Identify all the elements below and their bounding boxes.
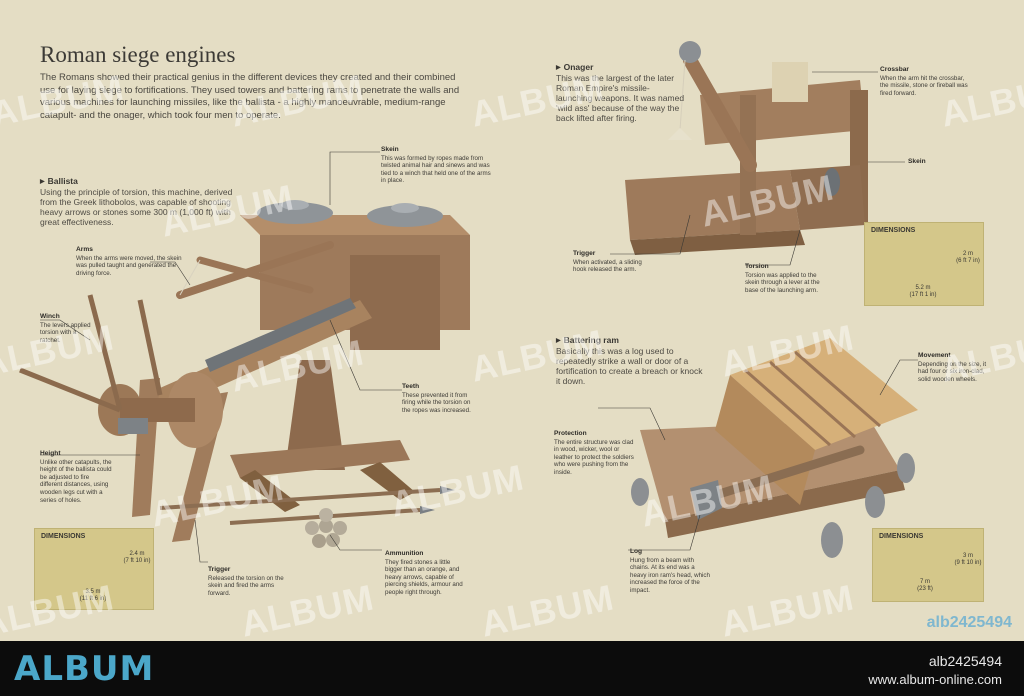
dimensions-heading: DIMENSIONS bbox=[871, 227, 916, 234]
ram-height: 3 m (9 ft 10 in) bbox=[954, 553, 982, 566]
ballista-heading: Ballista bbox=[40, 176, 240, 187]
ballista-length: 3.5 m (11 ft 6 in) bbox=[79, 589, 107, 602]
dimensions-ballista: DIMENSIONS 2.4 m (7 ft 10 in) 3.5 m (11 … bbox=[34, 528, 154, 610]
dimensions-heading: DIMENSIONS bbox=[879, 533, 924, 540]
dimensions-onager: DIMENSIONS 2 m (6 ft 7 in) 5.2 m (17 ft … bbox=[864, 222, 984, 306]
page-title: Roman siege engines bbox=[40, 42, 236, 67]
ram-heading: Battering ram bbox=[556, 335, 706, 346]
illustrations bbox=[19, 41, 953, 588]
footer-url[interactable]: www.album-online.com bbox=[868, 672, 1002, 687]
ram-length: 7 m (23 ft) bbox=[917, 579, 933, 592]
dimensions-heading: DIMENSIONS bbox=[41, 533, 86, 540]
dimensions-ram: DIMENSIONS 3 m (9 ft 10 in) 7 m (23 ft) bbox=[872, 528, 984, 602]
onager-section: Onager This was the largest of the later… bbox=[556, 62, 686, 123]
footer-bar: ALBUM alb2425494 www.album-online.com bbox=[0, 641, 1024, 696]
ballista-illustration bbox=[19, 151, 470, 563]
onager-illustration bbox=[610, 41, 905, 266]
label-skein-onager: Skein bbox=[908, 158, 926, 165]
image-id-badge: alb2425494 bbox=[926, 614, 1012, 631]
onager-height: 2 m (6 ft 7 in) bbox=[956, 251, 980, 264]
ram-section: Battering ram Basically this was a log u… bbox=[556, 335, 706, 386]
battering-ram-illustration bbox=[598, 338, 918, 558]
footer-image-id: alb2425494 bbox=[928, 653, 1002, 669]
ballista-height: 2.4 m (7 ft 10 in) bbox=[123, 551, 151, 564]
infographic-page: Roman siege engines The Romans showed th… bbox=[0, 0, 1024, 641]
onager-length: 5.2 m (17 ft 1 in) bbox=[909, 285, 937, 298]
ballista-section: Ballista Using the principle of torsion,… bbox=[40, 176, 240, 227]
onager-heading: Onager bbox=[556, 62, 686, 73]
ram-text: Basically this was a log used to repeate… bbox=[556, 346, 703, 386]
intro-text: The Romans showed their practical genius… bbox=[40, 72, 460, 121]
ballista-text: Using the principle of torsion, this mac… bbox=[40, 187, 233, 227]
onager-text: This was the largest of the later Roman … bbox=[556, 73, 685, 123]
album-logo[interactable]: ALBUM bbox=[14, 649, 155, 689]
